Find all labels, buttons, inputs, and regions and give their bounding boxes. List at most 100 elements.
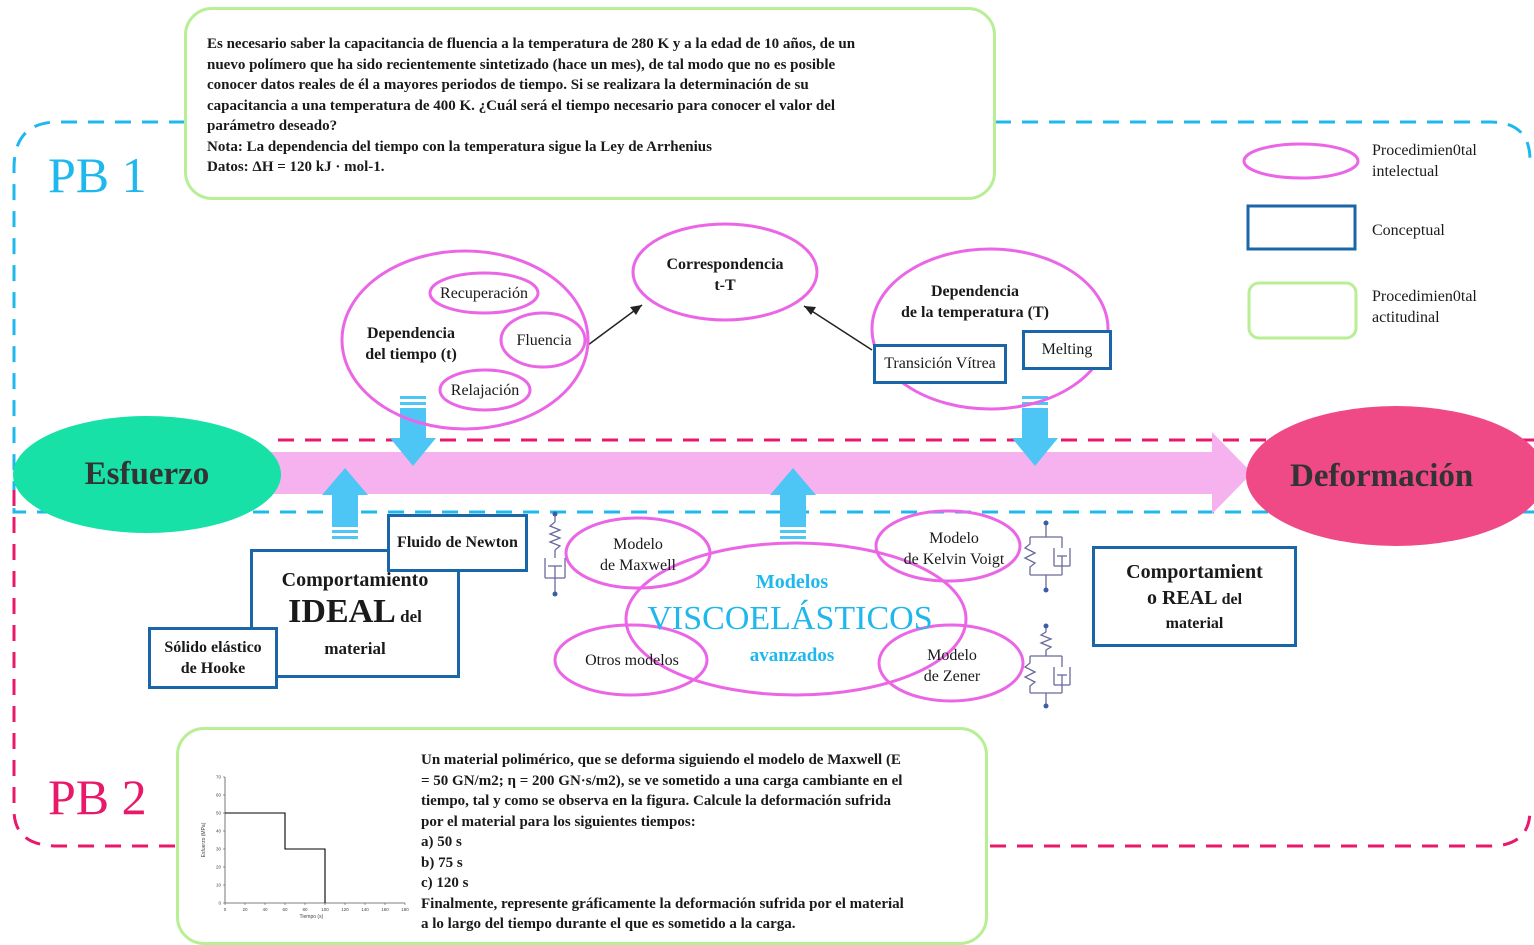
problem-line: por el material para los siguientes tiem… (421, 813, 696, 830)
oval-otros (553, 623, 709, 697)
main-arrow (268, 432, 1252, 514)
ideal-line2: IDEAL del (288, 592, 422, 638)
maxwell-label: Modelo de Maxwell (600, 536, 676, 574)
connector-temp-to-correspondencia (803, 305, 873, 351)
ideal-del: del (395, 606, 422, 626)
y-tick-label: 20 (216, 865, 222, 870)
maxwell-model-symbol (544, 511, 566, 597)
problem-line: Datos: ΔH = 120 kJ · mol-1. (207, 159, 385, 175)
oval-maxwell (564, 516, 712, 590)
y-tick-label: 30 (216, 847, 222, 852)
fluido-newton-label: Fluido de Newton (397, 534, 518, 551)
real-line2a: o REAL (1146, 586, 1218, 609)
x-tick-label: 140 (361, 907, 369, 912)
melting-box: Melting (1022, 330, 1112, 370)
kelvin-model-symbol (1023, 520, 1071, 593)
legend-oval-icon (1242, 142, 1360, 180)
x-tick-label: 180 (401, 907, 409, 912)
connector-time-to-correspondencia (587, 304, 643, 346)
problem-line: a) 50 s (421, 834, 462, 850)
oval-relajacion (438, 368, 532, 412)
problem-line: tiempo, tal y como se observa en la figu… (421, 793, 891, 809)
pb2-problem-text: Un material polimérico, que se deforma s… (421, 750, 981, 935)
transicion-vitrea-box: Transición Vítrea (873, 344, 1007, 384)
fluido-newton-box: Fluido de Newton (387, 514, 528, 572)
ideal-big: IDEAL (288, 592, 396, 630)
oval-correspondencia (631, 222, 819, 322)
solido-hooke-box: Sólido elástico de Hooke (148, 627, 278, 689)
pb1-problem-text: Es necesario saber la capacitancia de fl… (207, 34, 977, 178)
x-axis-label: Tiempo (s) (300, 914, 324, 920)
problem-line: c) 120 s (421, 875, 469, 891)
problem-line: parámetro deseado? (207, 118, 338, 134)
oval-kelvin (874, 509, 1022, 583)
x-tick-label: 80 (302, 907, 308, 912)
x-tick-label: 100 (321, 907, 329, 912)
kelvin-label: Modelo de Kelvin Voigt (903, 530, 1005, 568)
zener-label: Modelo de Zener (923, 647, 981, 685)
comportamiento-real-box: Comportamient o REAL del material (1092, 546, 1297, 647)
melting-label: Melting (1041, 341, 1093, 358)
pb2-label: PB 2 (48, 769, 147, 825)
x-tick-label: 0 (224, 907, 227, 912)
transicion-vitrea-label: Transición Vítrea (884, 355, 996, 372)
oval-modelos-viscoelasticos (624, 541, 968, 697)
y-axis-label: Esfuerzo (MPa) (201, 822, 207, 857)
y-tick-label: 10 (216, 883, 222, 888)
up-arrow-ideal (322, 468, 368, 539)
x-tick-label: 40 (262, 907, 268, 912)
y-tick-label: 70 (216, 775, 222, 780)
problem-line: conocer datos reales de él a mayores per… (207, 77, 809, 93)
pb1-region-border-right (995, 120, 1532, 161)
y-tick-label: 0 (218, 901, 221, 906)
real-line2: o REAL del (1147, 585, 1242, 613)
legend-conceptual-label: Conceptual (1372, 222, 1445, 239)
esfuerzo-label: Esfuerzo (84, 456, 210, 492)
modelos-title-1: Modelos (755, 571, 829, 593)
problem-line: capacitancia a una temperatura de 400 K.… (207, 97, 836, 114)
pb1-region-border (12, 120, 1534, 514)
problem-line: = 50 GN/m2; η = 200 GN·s/m2), se ve some… (421, 772, 903, 789)
x-tick-label: 120 (341, 907, 349, 912)
solido-hooke-label: Sólido elástico de Hooke (164, 639, 262, 677)
oval-fluencia (499, 311, 587, 369)
real-line1: Comportamient (1126, 560, 1263, 583)
problem-line: Es necesario saber la capacitancia de fl… (207, 36, 856, 52)
modelos-title-3: avanzados (749, 645, 835, 666)
x-tick-label: 60 (282, 907, 288, 912)
y-tick-label: 50 (216, 811, 222, 816)
problem-line: b) 75 s (421, 854, 463, 871)
modelos-title-2: VISCOELÁSTICOS (647, 600, 933, 637)
deformacion-node: Deformación (1246, 406, 1534, 546)
deformacion-label: Deformación (1290, 457, 1474, 494)
recuperacion-label: Recuperación (440, 285, 528, 302)
ideal-line3: material (324, 638, 386, 658)
oval-recuperacion (428, 271, 540, 315)
problem-line: nuevo polímero que ha sido recientemente… (207, 56, 836, 73)
problem-line: Nota: La dependencia del tiempo con la t… (207, 138, 712, 155)
ideal-line1: Comportamiento (281, 568, 429, 591)
oval-dependencia-temperatura (870, 247, 1110, 411)
x-tick-label: 20 (242, 907, 248, 912)
fluencia-label: Fluencia (516, 332, 572, 349)
pb2-region-border-right (990, 809, 1532, 848)
real-line2b: del (1217, 590, 1243, 608)
legend-actitudinal-label: Procedimien0tal actitudinal (1372, 288, 1477, 326)
pb2-region-border (12, 490, 178, 848)
legend-intelectual-label: Procedimien0tal intelectual (1372, 142, 1477, 180)
y-tick-label: 60 (216, 793, 222, 798)
legend-blue-rect-icon (1246, 204, 1357, 251)
dependencia-tiempo-label: Dependencia del tiempo (t) (365, 325, 457, 363)
zener-model-symbol (1023, 623, 1071, 709)
stress-series-line (225, 812, 326, 903)
problem-line: a lo largo del tiempo durante el que es … (421, 916, 796, 932)
esfuerzo-node: Esfuerzo (13, 416, 281, 533)
dependencia-temperatura-label: Dependencia de la temperatura (T) (901, 283, 1049, 321)
x-tick-label: 160 (381, 907, 389, 912)
pb1-label: PB 1 (48, 147, 147, 203)
pb1-problem-box: Es necesario saber la capacitancia de fl… (184, 7, 996, 200)
relajacion-label: Relajación (450, 382, 520, 399)
